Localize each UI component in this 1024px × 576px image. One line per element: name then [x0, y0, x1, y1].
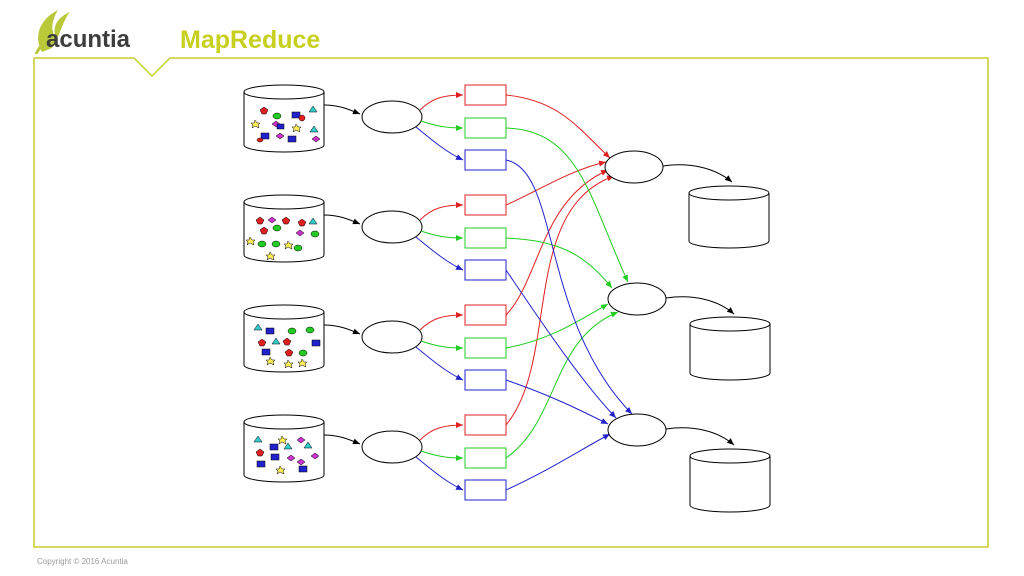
reduce-node-2 — [607, 282, 667, 316]
map-node-4 — [361, 430, 423, 464]
input-store-4 — [243, 414, 325, 483]
partition-2-red — [464, 194, 507, 216]
map-node-3 — [361, 320, 423, 354]
reduce-node-3 — [607, 413, 667, 447]
reduce-node-1 — [604, 150, 664, 184]
partition-boxes — [464, 84, 507, 501]
partition-3-red — [464, 304, 507, 326]
input-store-1 — [243, 84, 325, 153]
partition-2-green — [464, 227, 507, 249]
input-to-map-arrows — [323, 104, 361, 445]
acuntia-logo-leaf-icon — [34, 10, 70, 54]
shuffle-arrows — [505, 94, 633, 491]
output-store-1 — [688, 185, 770, 249]
page-title: MapReduce — [180, 26, 321, 54]
partition-4-blue — [464, 479, 507, 501]
map-node-2 — [361, 210, 423, 244]
reduce-to-output-arrows — [662, 164, 735, 446]
input-store-2 — [243, 194, 325, 263]
map-node-1 — [361, 100, 423, 134]
output-store-2 — [689, 316, 771, 381]
partition-1-red — [464, 84, 507, 106]
copyright-text: Copyright © 2016 Acuntia — [37, 557, 128, 566]
partition-1-blue — [464, 149, 507, 171]
output-store-3 — [689, 448, 771, 513]
input-store-3 — [243, 304, 325, 373]
partition-3-blue — [464, 369, 507, 391]
partition-1-green — [464, 117, 507, 139]
partition-4-red — [464, 414, 507, 436]
partition-2-blue — [464, 259, 507, 281]
partition-4-green — [464, 447, 507, 469]
map-to-partition-arrows — [415, 92, 464, 491]
partition-3-green — [464, 337, 507, 359]
logo-wordmark: acuntia — [46, 26, 131, 53]
